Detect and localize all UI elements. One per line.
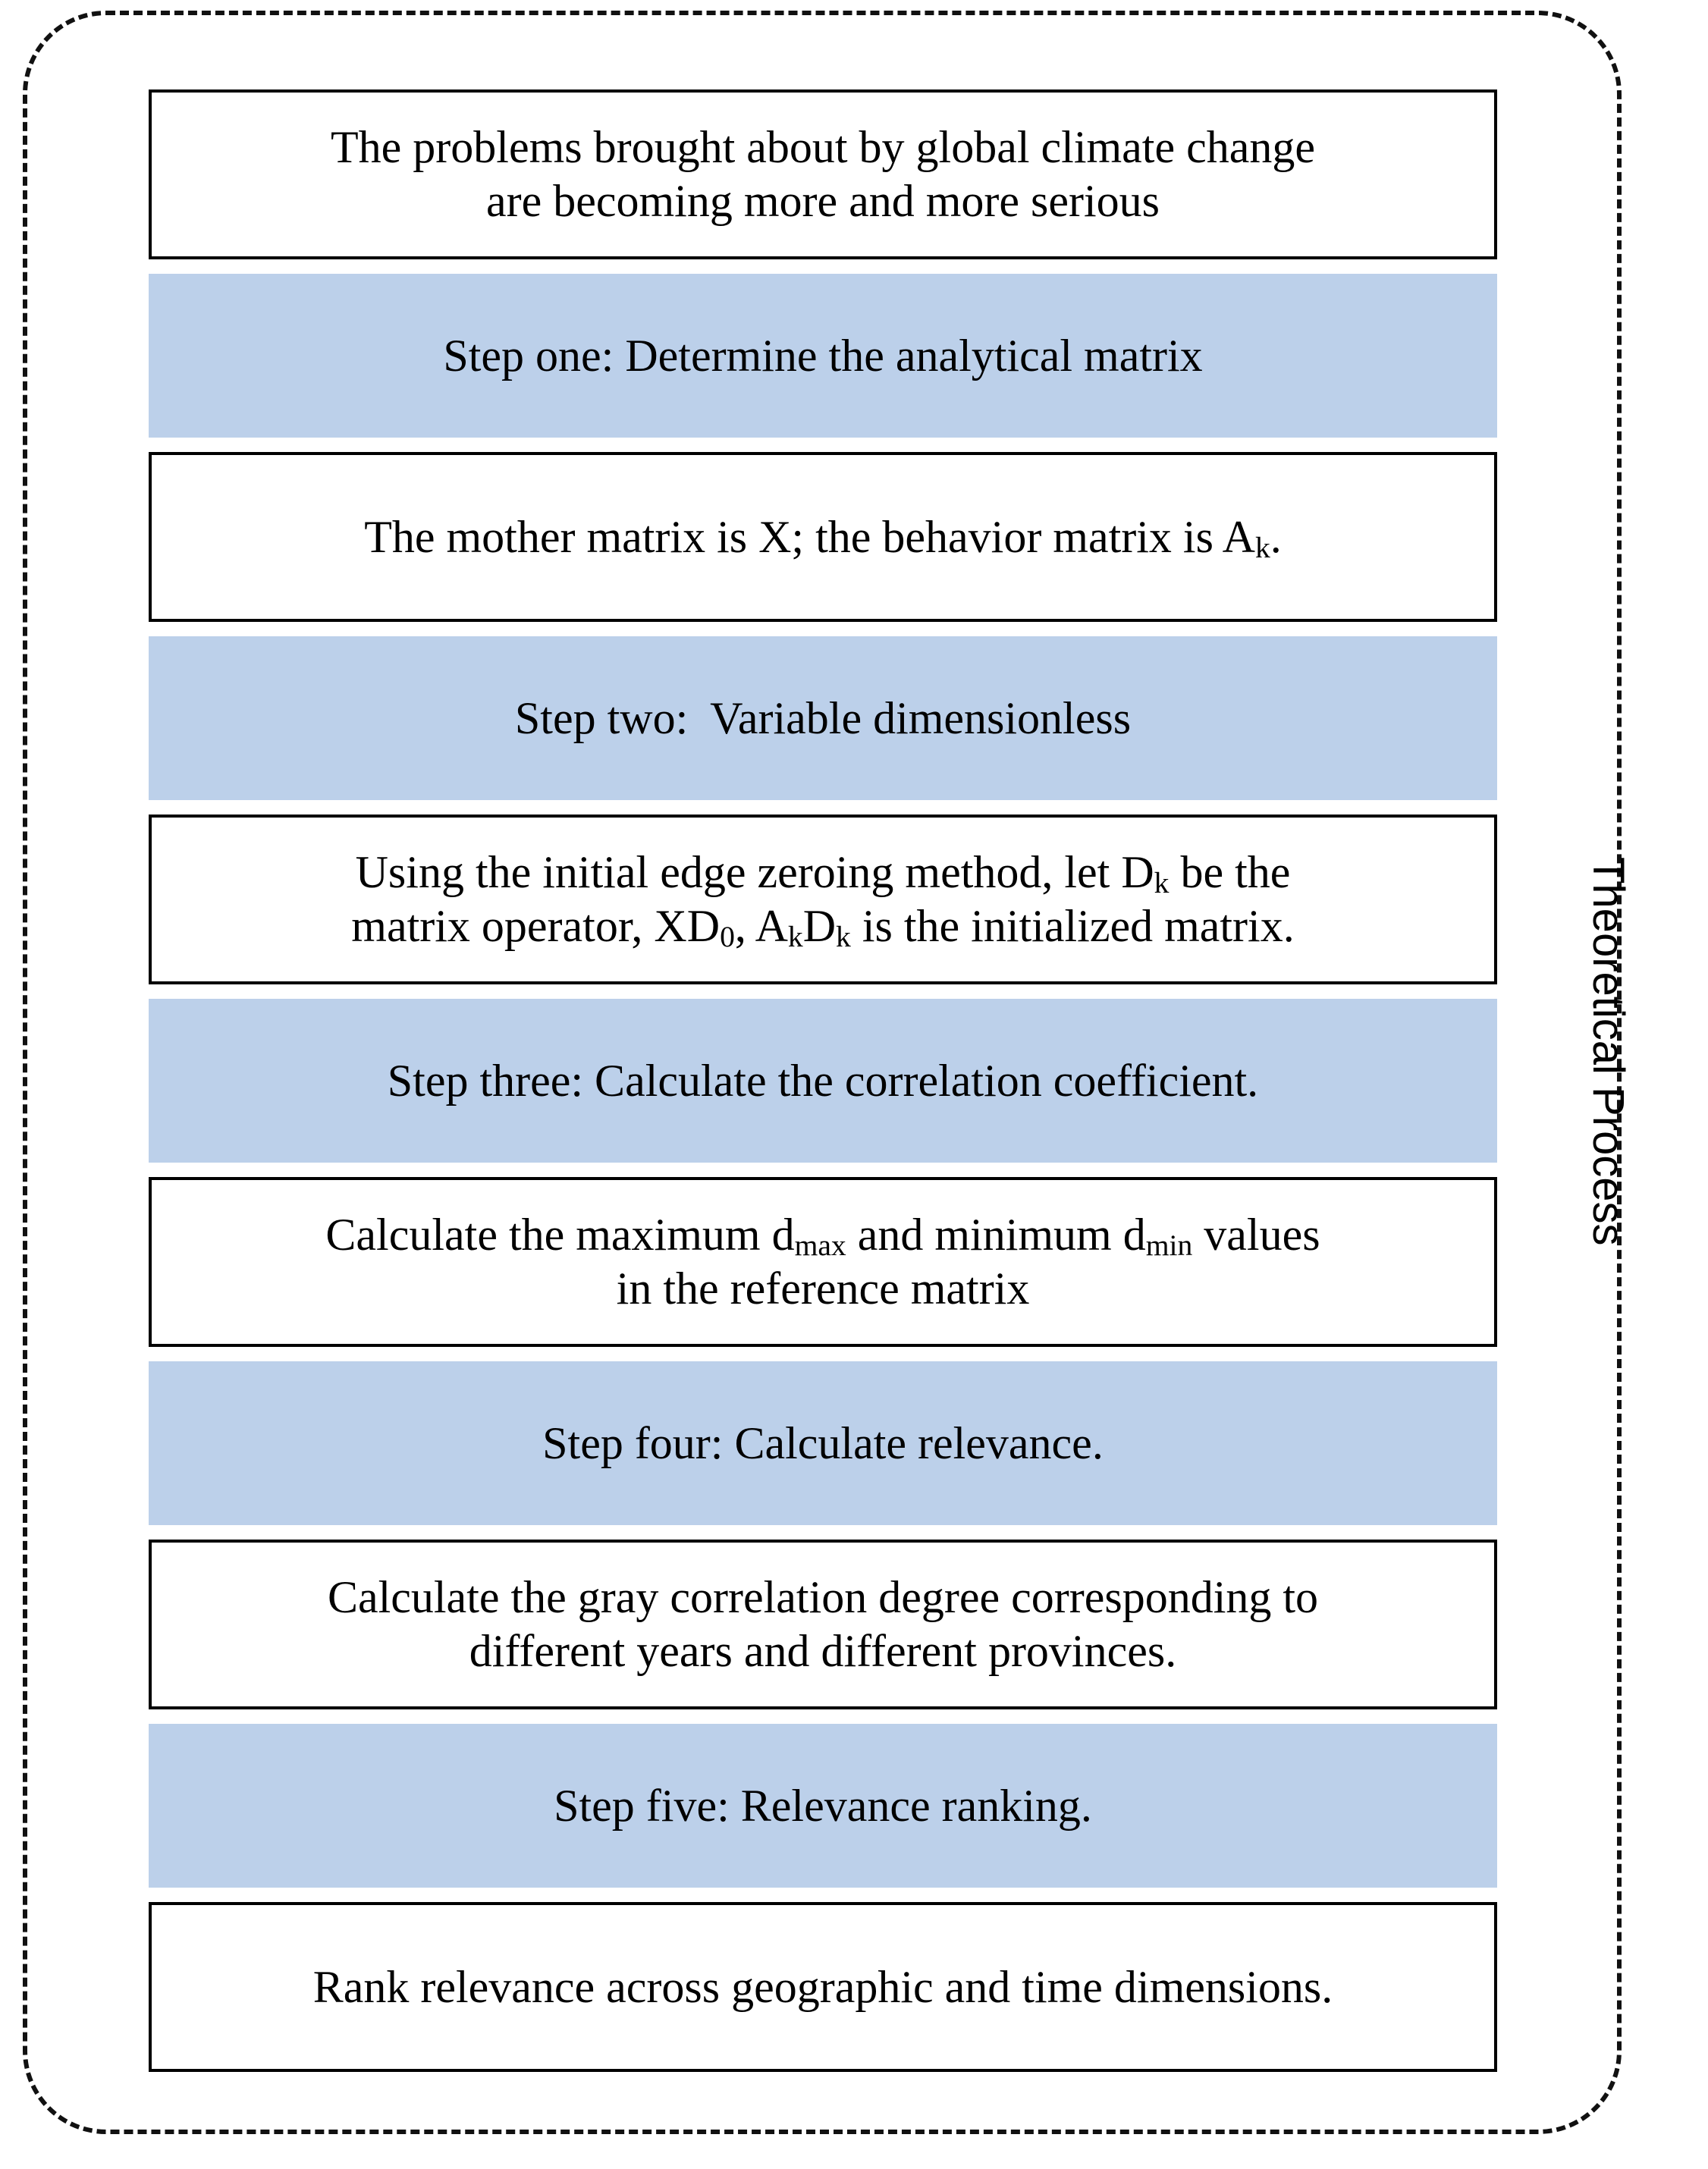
step-two-header-label: Step two: Variable dimensionless (514, 692, 1132, 743)
intro-problem-statement-label: The problems brought about by global cli… (331, 122, 1315, 226)
step-one-detail: The mother matrix is X; the behavior mat… (149, 452, 1497, 622)
step-four-header: Step four: Calculate relevance. (149, 1361, 1497, 1525)
step-three-header: Step three: Calculate the correlation co… (149, 999, 1497, 1163)
intro-problem-statement: The problems brought about by global cli… (149, 89, 1497, 259)
step-three-detail-label: Calculate the maximum dmax and minimum d… (325, 1210, 1320, 1314)
step-five-header-label: Step five: Relevance ranking. (554, 1780, 1092, 1831)
step-one-detail-label: The mother matrix is X; the behavior mat… (364, 511, 1282, 564)
step-four-detail-label: Calculate the gray correlation degree co… (327, 1572, 1319, 1676)
theoretical-process-frame (23, 11, 1622, 2134)
step-one-header-label: Step one: Determine the analytical matri… (443, 330, 1203, 381)
step-five-header: Step five: Relevance ranking. (149, 1724, 1497, 1888)
step-one-header: Step one: Determine the analytical matri… (149, 274, 1497, 438)
step-two-detail-label: Using the initial edge zeroing method, l… (351, 847, 1295, 954)
process-flow-column: The problems brought about by global cli… (149, 89, 1497, 2086)
step-four-header-label: Step four: Calculate relevance. (542, 1417, 1104, 1468)
step-three-header-label: Step three: Calculate the correlation co… (387, 1055, 1259, 1106)
step-three-detail: Calculate the maximum dmax and minimum d… (149, 1177, 1497, 1347)
step-five-detail-label: Rank relevance across geographic and tim… (312, 1961, 1333, 2012)
step-two-header: Step two: Variable dimensionless (149, 636, 1497, 800)
side-label-theoretical-process: Theoretical Process (1584, 857, 1633, 1246)
step-five-detail: Rank relevance across geographic and tim… (149, 1902, 1497, 2072)
step-four-detail: Calculate the gray correlation degree co… (149, 1540, 1497, 1709)
step-two-detail: Using the initial edge zeroing method, l… (149, 815, 1497, 984)
